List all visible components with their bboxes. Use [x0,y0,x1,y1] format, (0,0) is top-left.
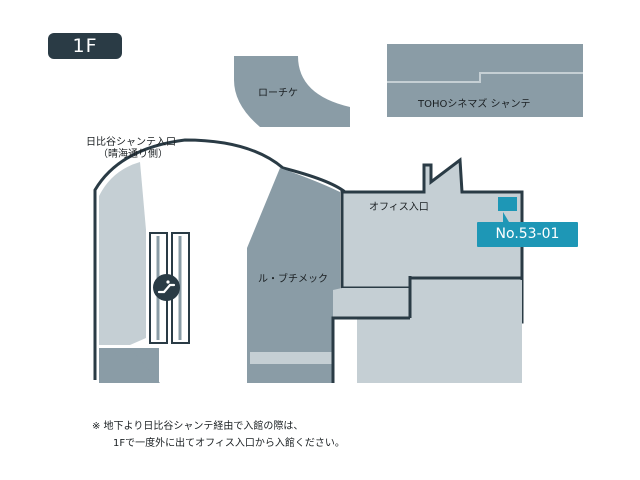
callout-pointer [503,212,509,222]
rule-bukh-block [247,168,340,383]
right-corridor [410,280,522,383]
toho-cinemas-block [387,44,583,117]
hibiya-entrance-label: 日比谷シャンテ入口 [86,137,176,148]
office-entrance-label: オフィス入口 [369,202,429,213]
toho-inner-line [387,72,583,83]
hibiya-entrance-outline [93,138,346,380]
note-line-2: 1Fで一度外に出てオフィス入口から入館ください。 [113,438,345,449]
rule-bukh-label: ル・ブチメック [258,274,328,285]
access-note: ※ 地下より日比谷シャンテ経由で入館の際は、 1Fで一度外に出てオフィス入口から… [92,418,345,452]
roachike-label: ローチケ [258,88,298,99]
escalator-icon [153,274,180,301]
floor-badge: 1F [48,33,122,59]
toho-label: TOHOシネマズ シャンテ [418,99,531,110]
escalator-area [99,162,146,345]
note-line-1: ※ 地下より日比谷シャンテ経由で入館の際は、 [92,421,304,432]
location-marker [498,197,517,211]
unit-callout: No.53-01 [477,222,578,247]
roachike-block [234,56,350,127]
hibiya-entrance-sublabel: （晴海通り側） [98,149,168,160]
